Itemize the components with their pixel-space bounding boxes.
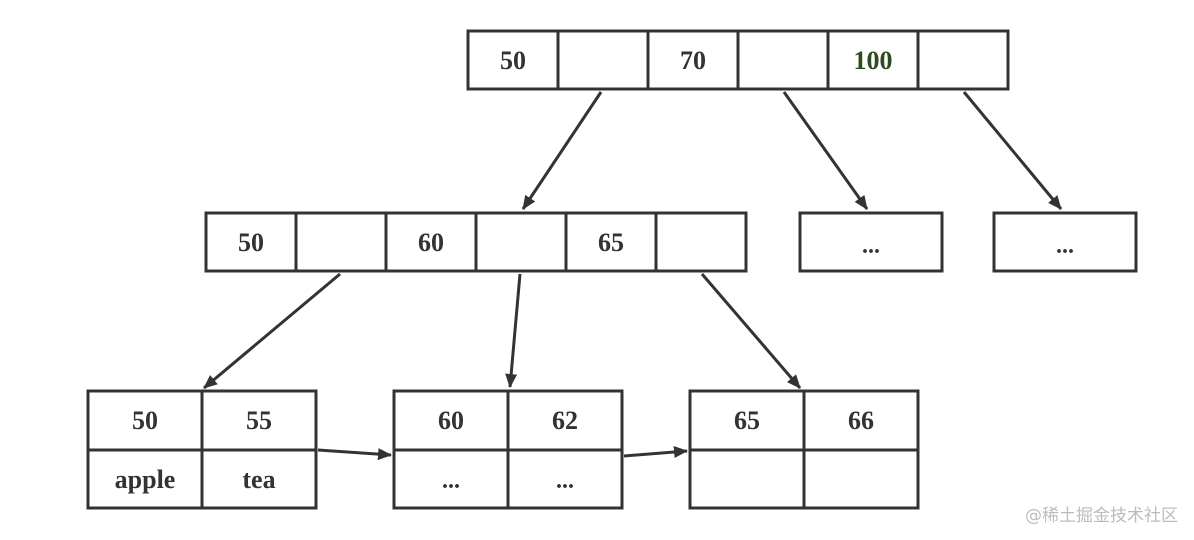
placeholder-node-2: ...: [992, 211, 1138, 273]
leaf-3-key-2: 66: [848, 406, 874, 435]
leaf-1-key-2: 55: [246, 406, 272, 435]
link-leaf-2-to-leaf-3: [623, 446, 688, 459]
root-key-2: 70: [680, 46, 706, 75]
edge-root-to-placeholder-1: [782, 91, 869, 210]
internal-key-3: 65: [598, 228, 624, 257]
leaf-2-key-2: 62: [552, 406, 578, 435]
placeholder-node-2-text: ...: [1056, 233, 1074, 259]
internal-node: 50 60 65: [204, 211, 748, 273]
leaf-1-key-1: 50: [132, 406, 158, 435]
leaf-2-value-2: ...: [556, 468, 574, 494]
edge-root-to-placeholder-2: [962, 91, 1063, 210]
edge-internal-to-leaf-1: [203, 272, 341, 390]
placeholder-node-1-text: ...: [862, 233, 880, 259]
leaf-2-key-1: 60: [438, 406, 464, 435]
root-node: 50 70 100: [466, 29, 1010, 91]
internal-key-2: 60: [418, 228, 444, 257]
leaf-node-2: 60 62 ... ...: [392, 389, 624, 510]
leaf-1-value-1: apple: [115, 465, 176, 494]
leaf-node-1: 50 55 apple tea: [86, 389, 318, 510]
tree-edges: [203, 91, 1063, 390]
watermark-text: @稀土掘金技术社区: [1025, 506, 1178, 526]
root-key-1: 50: [500, 46, 526, 75]
leaf-3-key-1: 65: [734, 406, 760, 435]
edge-internal-to-leaf-3: [700, 273, 802, 389]
internal-key-1: 50: [238, 228, 264, 257]
edge-internal-to-leaf-2: [505, 273, 522, 388]
edge-root-to-internal: [521, 91, 603, 210]
leaf-node-3: 65 66: [688, 389, 920, 510]
root-key-3: 100: [854, 46, 893, 75]
link-leaf-1-to-leaf-2: [317, 448, 392, 461]
leaf-links: [317, 446, 688, 461]
leaf-1-value-2: tea: [242, 465, 275, 494]
placeholder-node-1: ...: [798, 211, 944, 273]
leaf-2-value-1: ...: [442, 468, 460, 494]
